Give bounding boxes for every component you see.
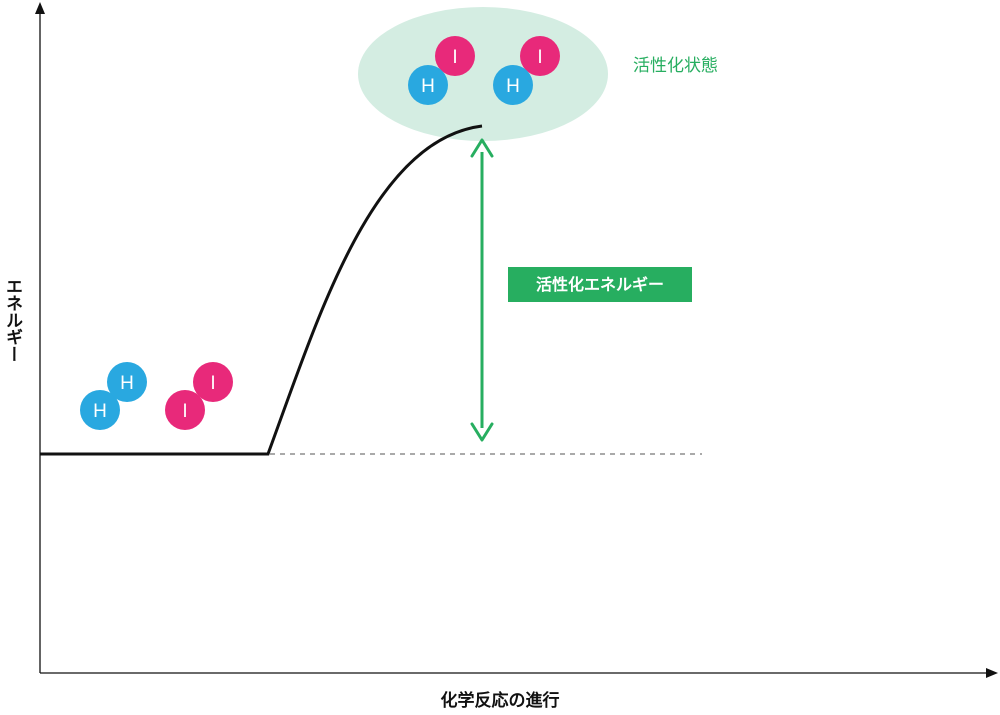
iodine-atom-label: I: [537, 47, 542, 68]
iodine-atom: [435, 36, 475, 76]
x-axis-title: 化学反応の進行: [441, 690, 560, 711]
iodine-atom: [520, 36, 560, 76]
iodine-atom-label: I: [182, 401, 187, 422]
activation-energy-arrow: [470, 138, 494, 442]
y-axis-arrow: [35, 2, 45, 14]
hydrogen-atom: [107, 362, 147, 402]
reactant-i2-molecule: I I: [165, 362, 233, 430]
iodine-atom-label: I: [210, 373, 215, 394]
iodine-atom-label: I: [452, 47, 457, 68]
hydrogen-atom-label: H: [506, 76, 520, 97]
transition-state-ellipse: [358, 7, 608, 141]
hydrogen-atom-label: H: [93, 401, 107, 422]
hydrogen-atom: [493, 65, 533, 105]
transition-state-label: 活性化状態: [633, 56, 718, 76]
transition-hi-molecule: I H: [408, 36, 475, 105]
activation-energy-label: 活性化エネルギー: [536, 275, 664, 294]
hydrogen-atom: [408, 65, 448, 105]
x-axis-arrow: [986, 668, 998, 678]
iodine-atom: [165, 390, 205, 430]
activation-energy-badge: [508, 267, 692, 302]
hydrogen-atom-label: H: [120, 373, 134, 394]
y-axis-title: エネルギー: [2, 278, 23, 363]
energy-curve: [40, 124, 483, 456]
transition-hi-molecule: I H: [493, 36, 560, 105]
iodine-atom: [193, 362, 233, 402]
hydrogen-atom: [80, 390, 120, 430]
reactant-h2-molecule: H H: [80, 362, 147, 430]
hydrogen-atom-label: H: [421, 76, 435, 97]
